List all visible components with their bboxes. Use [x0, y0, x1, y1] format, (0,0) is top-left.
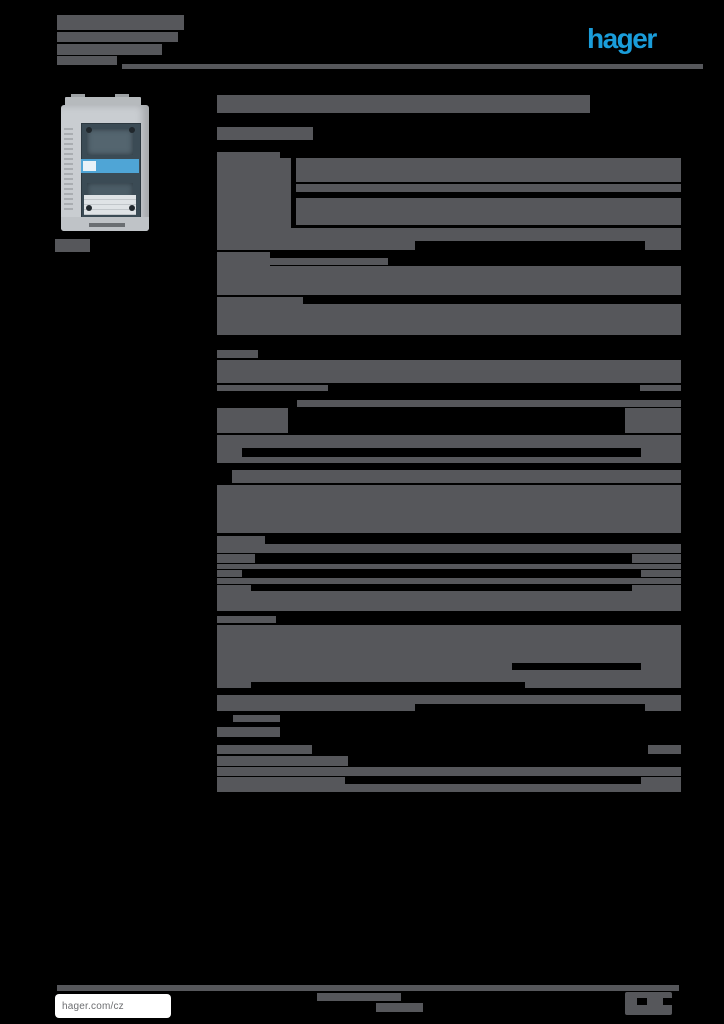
redacted-text-bar	[645, 704, 681, 711]
footer-rule-bar	[57, 985, 679, 991]
header-text-bar	[57, 56, 117, 65]
redacted-text-bar	[217, 241, 415, 250]
redacted-text-bar	[217, 695, 681, 704]
redacted-text-bar	[217, 297, 303, 304]
redacted-text-bar	[641, 448, 681, 457]
redacted-text-bar	[217, 95, 590, 113]
redacted-text-bar	[217, 304, 681, 335]
redacted-text-bar	[217, 485, 681, 533]
redacted-text-bar	[217, 152, 280, 159]
device-screw	[86, 127, 92, 133]
redacted-text-bar	[217, 350, 258, 358]
page-number-notch	[663, 998, 672, 1005]
device-screw	[129, 205, 135, 211]
redacted-text-bar	[297, 400, 681, 407]
redacted-text-bar	[217, 616, 276, 623]
redacted-text-bar	[217, 784, 681, 792]
redacted-text-bar	[217, 536, 265, 544]
redacted-text-bar	[232, 470, 681, 483]
device-screw	[86, 205, 92, 211]
redacted-text-bar	[217, 158, 291, 228]
website-link-label: hager.com/cz	[62, 1000, 124, 1012]
redacted-text-bar	[648, 745, 681, 754]
redacted-text-bar	[217, 591, 681, 611]
redacted-text-bar	[525, 682, 681, 688]
device-terminal-tab	[71, 94, 85, 99]
redacted-text-bar	[641, 570, 681, 577]
redacted-text-bar	[217, 578, 681, 584]
redacted-text-bar	[217, 570, 242, 577]
redacted-text-bar	[217, 360, 681, 383]
footer-text-bar	[317, 993, 401, 1001]
redacted-text-bar	[217, 435, 681, 443]
header-text-bar	[57, 15, 184, 30]
header-text-bar	[57, 32, 178, 42]
device-blue-strip-chip	[83, 161, 96, 171]
caption-text-bar	[55, 239, 90, 252]
redacted-text-bar	[217, 127, 313, 140]
redacted-text-bar	[632, 554, 681, 563]
redacted-text-bar	[217, 727, 280, 737]
redacted-text-bar	[217, 745, 312, 754]
redacted-text-bar	[217, 564, 681, 569]
redacted-text-bar	[640, 385, 681, 391]
redacted-text-bar	[296, 198, 681, 225]
redacted-text-bar	[217, 385, 328, 391]
device-module	[87, 129, 133, 155]
redacted-text-bar	[217, 457, 681, 463]
footer-text-bar	[376, 1003, 423, 1012]
device-label	[84, 195, 136, 215]
device-base-slot	[89, 223, 125, 227]
page-number-notch	[637, 998, 647, 1005]
device-top-cap	[65, 97, 141, 107]
redacted-text-bar	[296, 158, 681, 182]
redacted-text-bar	[217, 625, 681, 663]
redacted-text-bar	[641, 777, 681, 784]
redacted-text-bar	[296, 184, 681, 192]
redacted-text-bar	[217, 554, 255, 563]
redacted-text-bar	[217, 448, 242, 457]
redacted-text-bar	[217, 266, 681, 295]
redacted-text-bar	[632, 585, 681, 591]
device-terminal-tab	[115, 94, 129, 99]
product-image	[57, 94, 157, 237]
redacted-text-bar	[217, 585, 251, 591]
redacted-text-bar	[641, 663, 681, 670]
header-rule-bar	[122, 64, 703, 69]
redacted-text-bar	[270, 258, 388, 265]
header-text-bar	[57, 44, 162, 55]
hager-logo: hager	[587, 23, 657, 54]
redacted-text-bar	[217, 443, 681, 448]
redacted-text-bar	[645, 241, 681, 250]
redacted-text-bar	[217, 670, 681, 682]
redacted-text-bar	[217, 544, 681, 553]
redacted-text-bar	[217, 252, 270, 266]
device-screw	[129, 127, 135, 133]
redacted-text-bar	[217, 663, 512, 670]
page-number-block	[625, 992, 672, 1015]
website-link[interactable]: hager.com/cz	[55, 994, 171, 1018]
redacted-text-bar	[217, 682, 251, 688]
device-vents	[64, 125, 73, 211]
redacted-text-bar	[217, 777, 345, 784]
redacted-text-bar	[217, 767, 681, 776]
redacted-text-bar	[217, 756, 348, 766]
redacted-text-bar	[217, 408, 288, 433]
redacted-text-bar	[217, 228, 681, 241]
redacted-text-bar	[217, 704, 415, 711]
redacted-text-bar	[233, 715, 280, 722]
redacted-text-bar	[625, 408, 681, 433]
